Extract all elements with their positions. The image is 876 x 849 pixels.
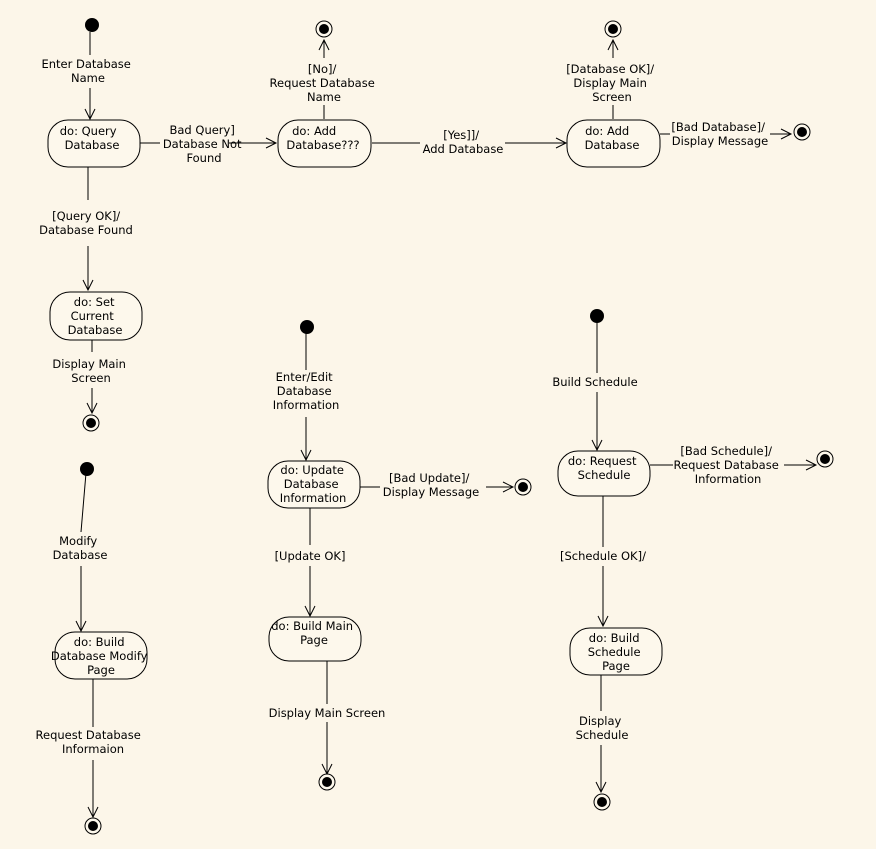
final-state <box>514 478 532 496</box>
arrowhead <box>75 620 87 633</box>
label-display-schedule: Display Schedule <box>576 714 629 742</box>
arrowhead <box>607 38 619 51</box>
initial-state <box>300 320 314 334</box>
final-state <box>84 817 102 835</box>
final-state <box>593 793 611 811</box>
final-state <box>315 20 333 38</box>
state-request-schedule <box>557 450 651 497</box>
initial-state <box>590 309 604 323</box>
label-schedule-ok: [Schedule OK]/ <box>560 549 646 563</box>
state-build-database-modify-page-label: do: Build Database Modify Page <box>51 635 151 677</box>
arrowhead <box>265 137 278 149</box>
arrowhead <box>86 402 98 415</box>
label-request-database-informaion: Request Database Informaion <box>36 728 145 756</box>
final-state <box>816 450 834 468</box>
label-modify-database: Modify Database <box>53 534 108 562</box>
final-state <box>318 773 336 791</box>
edge-start-to-modify <box>80 472 87 533</box>
label-bad-schedule: [Bad Schedule]/ Request Database Informa… <box>674 444 783 486</box>
state-build-main-page <box>268 616 362 662</box>
state-add-database-question <box>277 119 372 168</box>
arrowhead <box>84 108 96 121</box>
state-add-database-label: do: Add Database <box>585 124 640 152</box>
label-bad-query: Bad Query] Database Not Found <box>163 123 245 165</box>
label-bad-update: [Bad Update]/ Display Message <box>383 471 479 499</box>
initial-states <box>80 18 604 476</box>
state-add-database-question-label: do: Add Database??? <box>286 124 359 152</box>
arrowhead <box>597 615 609 628</box>
state-request-schedule-label: do: Request Schedule <box>568 454 640 482</box>
arrowhead <box>300 449 312 462</box>
activity-states <box>47 119 663 680</box>
arrowhead <box>555 137 568 149</box>
state-query-database-label: do: Query Database <box>60 124 120 152</box>
arrowhead <box>82 279 94 292</box>
initial-state <box>85 18 99 32</box>
arrowhead <box>304 605 316 618</box>
label-query-ok: [Query OK]/ Database Found <box>39 209 133 237</box>
label-database-ok: [Database OK]/ Display Main Screen <box>566 62 658 104</box>
label-enter-database-name: Enter Database Name <box>41 57 134 85</box>
final-state <box>82 414 100 432</box>
label-bad-database: [Bad Database]/ Display Message <box>671 120 768 148</box>
initial-state <box>80 462 94 476</box>
arrowhead <box>502 481 515 493</box>
state-add-database <box>566 119 661 168</box>
arrowhead <box>780 128 793 140</box>
state-update-database-information <box>267 460 361 509</box>
arrowhead <box>805 459 818 471</box>
arrowhead <box>87 806 99 819</box>
label-update-ok: [Update OK] <box>275 549 346 563</box>
state-build-main-page-label: do: Build Main Page <box>271 619 357 647</box>
final-state <box>604 20 622 38</box>
transition-labels: Enter Database Name Bad Query] Database … <box>36 57 783 756</box>
label-no-request-database: [No]/ Request Database Name <box>270 62 379 104</box>
state-build-schedule-page <box>569 627 663 676</box>
label-build-schedule: Build Schedule <box>552 375 637 389</box>
final-state <box>793 123 811 141</box>
arrowhead <box>595 781 607 794</box>
state-labels: do: Query Database do: Add Database??? d… <box>51 124 645 677</box>
arrowhead <box>591 439 603 452</box>
state-set-current-database-label: do: Set Current Database <box>68 295 123 337</box>
state-set-current-database <box>49 291 143 341</box>
arrowhead <box>318 38 330 51</box>
final-states <box>82 20 834 835</box>
label-yes-add-database: [Yes]]/ Add Database <box>423 128 504 156</box>
label-display-main-screen-1: Display Main Screen <box>52 357 129 385</box>
state-build-database-modify-page <box>54 631 148 680</box>
label-display-main-screen-2: Display Main Screen <box>269 706 386 720</box>
state-query-database <box>47 119 141 168</box>
state-update-database-information-label: do: Update Database Information <box>280 463 348 505</box>
state-build-schedule-page-label: do: Build Schedule Page <box>588 631 645 673</box>
transition-edges <box>80 32 816 817</box>
label-enter-edit-database: Enter/Edit Database Information <box>273 370 340 412</box>
